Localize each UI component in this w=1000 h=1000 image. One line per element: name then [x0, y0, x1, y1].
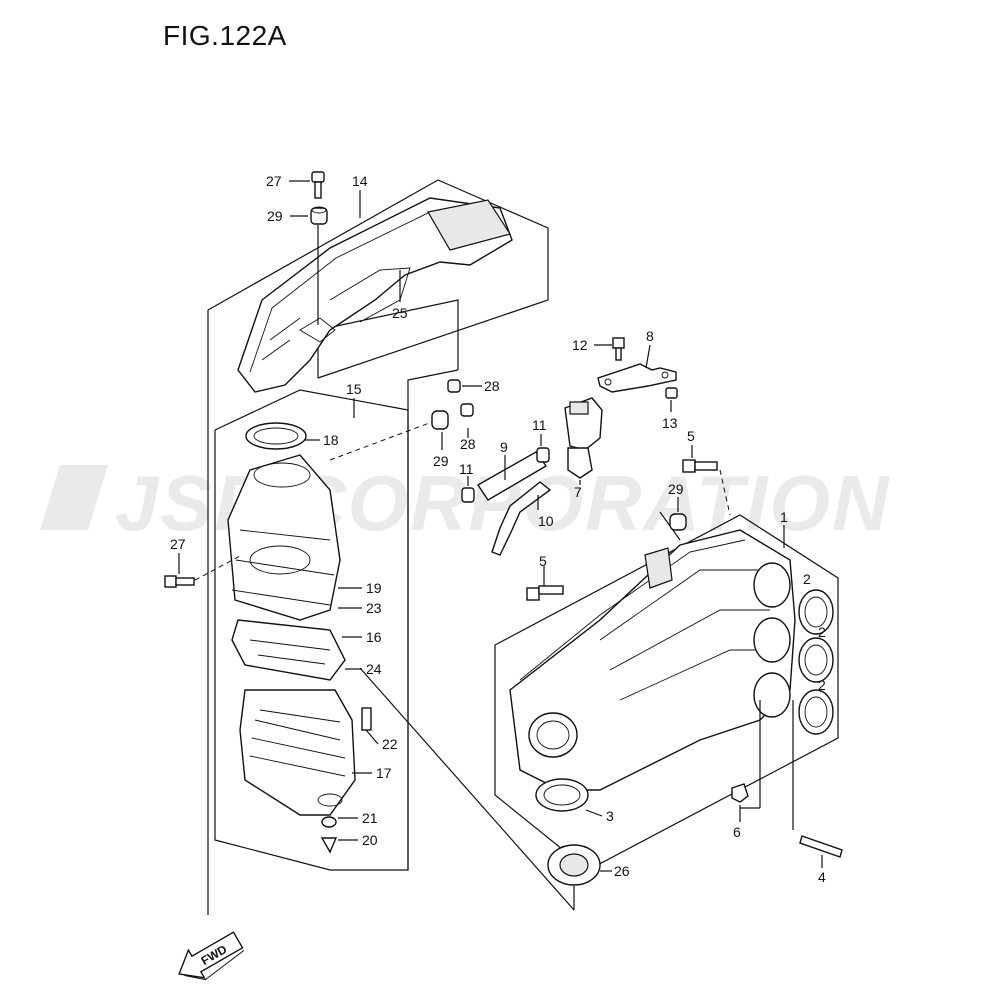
callout-28-lower: 28	[460, 436, 476, 452]
bolt-5-lower	[526, 585, 564, 601]
seal-ring-part-18	[245, 422, 307, 450]
upper-duct-part-14	[237, 197, 513, 393]
callout-16: 16	[366, 629, 382, 645]
callout-29-right: 29	[668, 481, 684, 497]
screw-22	[361, 707, 372, 731]
bolt-28-upper	[447, 379, 461, 393]
callout-22: 22	[382, 736, 398, 752]
gasket-2-mid	[798, 637, 834, 683]
callout-12: 12	[572, 337, 588, 353]
screw-27-top	[311, 171, 325, 199]
callout-29-mid: 29	[433, 453, 449, 469]
gasket-parts-16-24	[231, 619, 346, 681]
callout-15: 15	[346, 381, 362, 397]
callout-29-top: 29	[267, 208, 283, 224]
valve-part-7	[564, 397, 603, 479]
bracket-part-8	[597, 363, 677, 393]
bolt-5-upper	[682, 459, 718, 473]
callout-1: 1	[780, 509, 788, 525]
callout-13: 13	[662, 415, 678, 431]
callout-3: 3	[606, 808, 614, 824]
silencer-upper-body	[227, 454, 341, 621]
nut-part-6	[731, 783, 749, 803]
callout-7: 7	[574, 484, 582, 500]
clip-20	[320, 837, 338, 854]
callout-20: 20	[362, 832, 378, 848]
silencer-case-part-17	[239, 689, 356, 816]
callout-24: 24	[366, 661, 382, 677]
callout-14: 14	[352, 173, 368, 189]
callout-2-bottom: 2	[818, 677, 826, 693]
hose-part-10	[491, 481, 552, 556]
grommet-29-mid	[431, 410, 449, 430]
seal-part-3	[535, 778, 589, 812]
hose-part-9	[477, 451, 548, 501]
callout-25: 25	[392, 305, 408, 321]
callout-28-upper: 28	[484, 378, 500, 394]
gasket-2-bottom	[798, 689, 834, 735]
callout-10: 10	[538, 513, 554, 529]
grommet-29-top	[310, 206, 328, 225]
callout-9: 9	[500, 439, 508, 455]
callout-27-lower: 27	[170, 536, 186, 552]
callout-2-top: 2	[803, 571, 811, 587]
clamp-11-lower	[461, 487, 475, 503]
callout-8: 8	[646, 328, 654, 344]
callout-6: 6	[733, 824, 741, 840]
callout-18: 18	[323, 432, 339, 448]
callout-11-lower: 11	[459, 461, 474, 477]
grommet-21	[321, 816, 337, 828]
callout-5-upper: 5	[687, 428, 695, 444]
nut-13	[665, 387, 678, 399]
callout-17: 17	[376, 765, 392, 781]
callout-26: 26	[614, 863, 630, 879]
callout-21: 21	[362, 810, 378, 826]
callout-23: 23	[366, 600, 382, 616]
callout-19: 19	[366, 580, 382, 596]
silencer-frame-lines	[214, 389, 409, 871]
leader-lines	[178, 180, 823, 872]
grommet-29-right	[669, 513, 687, 531]
callout-27-top: 27	[266, 173, 282, 189]
clamp-11-upper	[536, 447, 550, 463]
fwd-arrow: FWD	[178, 931, 245, 981]
bolt-28-lower	[460, 403, 474, 417]
figure-title: FIG.122A	[163, 20, 287, 51]
stud-part-4	[799, 835, 843, 858]
callout-2-mid: 2	[818, 624, 826, 640]
callout-5-lower: 5	[539, 553, 547, 569]
bolt-12	[612, 337, 625, 361]
grommet-part-26	[547, 844, 601, 886]
intake-manifold-part-1	[509, 529, 796, 791]
screw-27-lower	[164, 575, 195, 588]
callout-labels: 27 29 14 25 28 15 18 28 29 12 8 13 11 9 …	[170, 173, 826, 885]
gasket-2-top	[798, 589, 834, 635]
callout-11-upper: 11	[532, 417, 547, 433]
callout-4: 4	[818, 869, 826, 885]
